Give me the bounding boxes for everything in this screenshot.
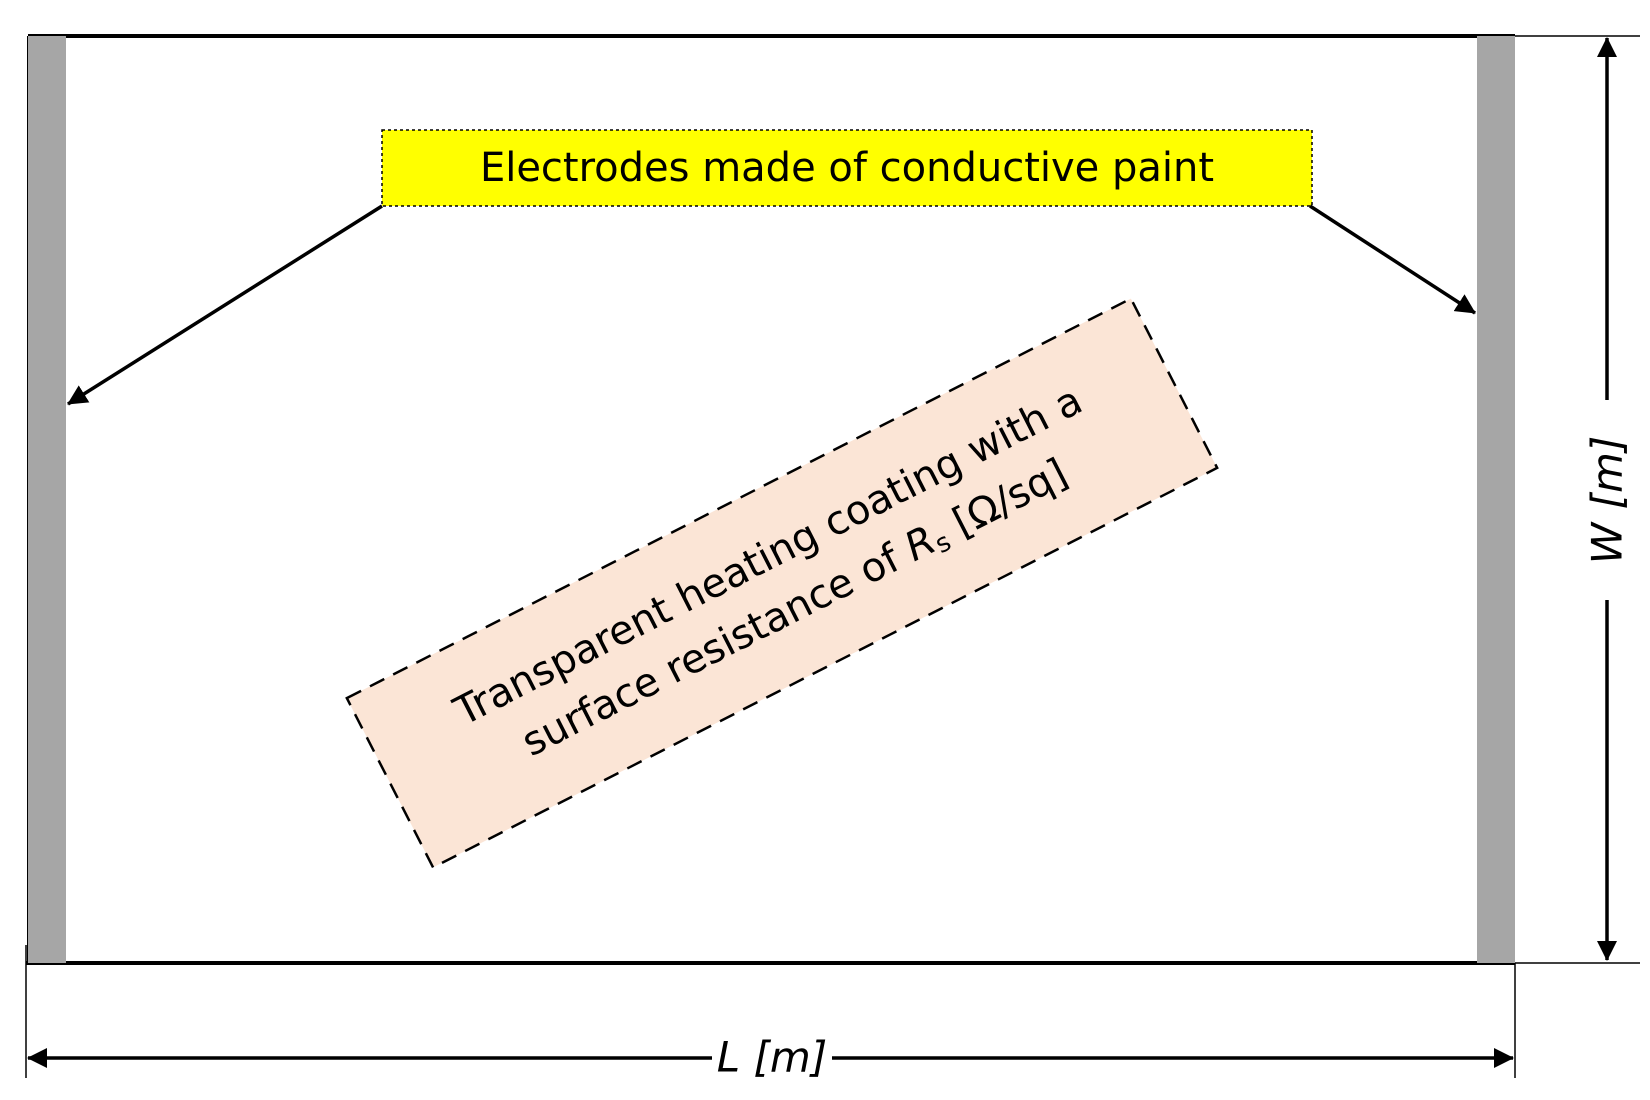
coating-callout: Transparent heating coating with a surfa… <box>345 296 1219 870</box>
width-dimension: W [m] <box>1583 37 1632 961</box>
electrode-label-box <box>381 129 1313 207</box>
electrode-callout: Electrodes made of conductive paint <box>67 129 1476 406</box>
right-electrode-pointer <box>1309 204 1476 315</box>
electrode-label: Electrodes made of conductive paint <box>480 145 1214 191</box>
width-label: W [m] <box>1583 436 1632 565</box>
coating-label-box <box>345 296 1219 870</box>
right-electrode <box>1477 36 1515 963</box>
left-electrode-pointer <box>67 204 383 406</box>
length-label: L [m] <box>717 1033 827 1082</box>
length-dimension: L [m] <box>27 1033 1514 1082</box>
left-electrode <box>28 36 66 963</box>
